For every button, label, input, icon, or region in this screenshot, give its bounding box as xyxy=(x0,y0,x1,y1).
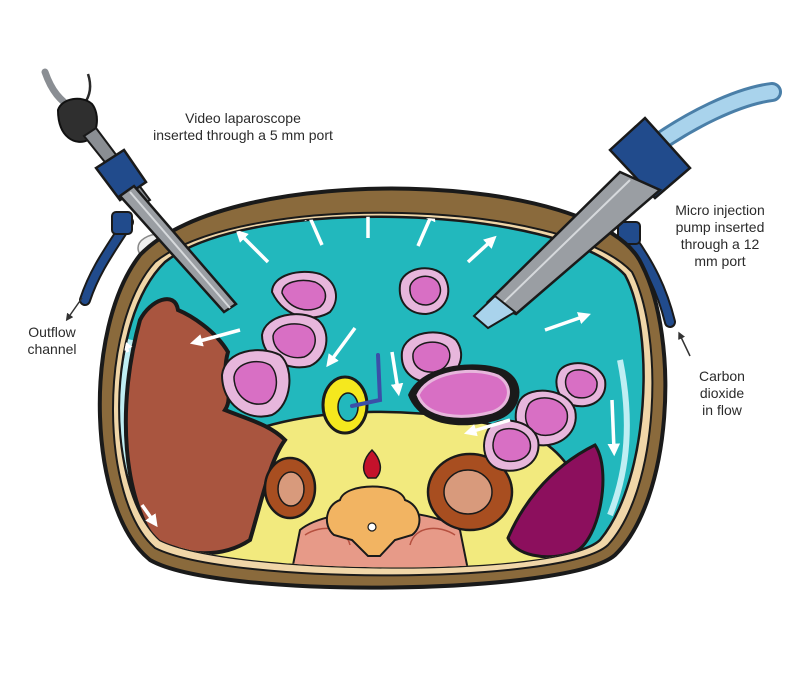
video-laparoscope xyxy=(41,68,238,314)
outflow-leader-arrow xyxy=(65,297,83,322)
aorta xyxy=(362,448,382,479)
bowel-loop-3 xyxy=(220,349,291,418)
bowel-loop-9 xyxy=(483,419,540,472)
bowel-loop-7 xyxy=(555,362,607,408)
spleen xyxy=(506,443,605,559)
left-kidney xyxy=(426,452,514,532)
co2-leader-arrow xyxy=(678,331,691,357)
bowel-loop-4 xyxy=(398,267,450,316)
right-kidney xyxy=(263,456,317,520)
flow-arrows xyxy=(121,216,621,528)
micro-injection-pump xyxy=(472,82,782,330)
co2-inflow-label: Carbon dioxide in flow xyxy=(699,368,745,418)
outflow-channel-hose xyxy=(79,211,134,306)
vertebra xyxy=(325,485,421,557)
bowel-loop-6 xyxy=(408,364,520,426)
mesenteric-vessel xyxy=(350,353,383,408)
micro-injection-pump-label: Micro injection pump inserted through a … xyxy=(675,202,765,269)
video-laparoscope-label: Video laparoscope inserted through a 5 m… xyxy=(153,110,333,143)
outflow-channel-label: Outflow channel xyxy=(27,324,77,357)
duodenum xyxy=(321,375,369,435)
